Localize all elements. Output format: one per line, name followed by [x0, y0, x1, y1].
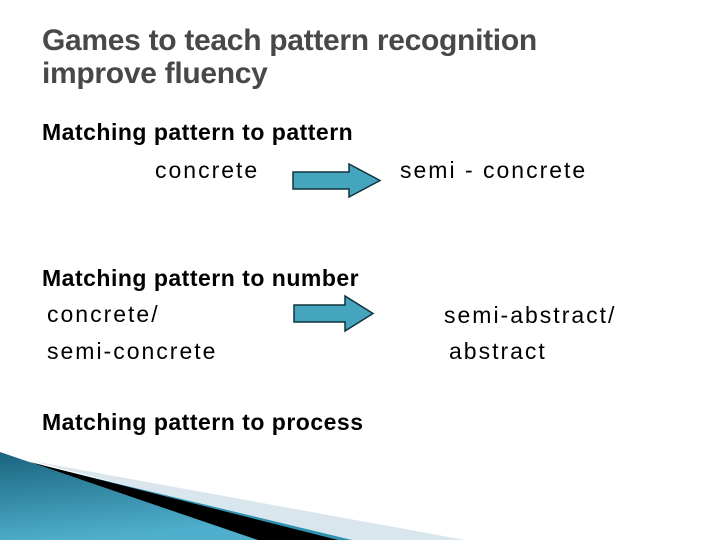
swoosh-main-teal-wedge: [0, 452, 258, 540]
section-2-left-line-2: semi-concrete: [47, 338, 218, 364]
section-2-right-line-1: semi-abstract/: [444, 302, 617, 328]
right-block-arrow-icon: [293, 294, 375, 333]
slide-title: Games to teach pattern recognition impro…: [42, 24, 537, 90]
footer-swoosh-decoration: [0, 452, 465, 540]
section-2-right-line-2: abstract: [449, 338, 547, 364]
section-2-heading: Matching pattern to number: [42, 265, 360, 291]
swoosh-pale-wedge: [32, 461, 465, 540]
section-1-left-label: concrete: [155, 157, 260, 183]
arrow-shape: [292, 162, 382, 199]
swoosh-teal-sliver: [28, 462, 352, 540]
arrow-shape: [293, 294, 375, 333]
section-3-heading: Matching pattern to process: [42, 409, 364, 435]
section-1-heading: Matching pattern to pattern: [42, 119, 354, 145]
section-2-left-line-1: concrete/: [47, 301, 160, 327]
section-1-right-label: semi - concrete: [400, 157, 588, 183]
right-block-arrow-icon: [292, 162, 382, 199]
swoosh-black-wedge: [30, 462, 338, 540]
